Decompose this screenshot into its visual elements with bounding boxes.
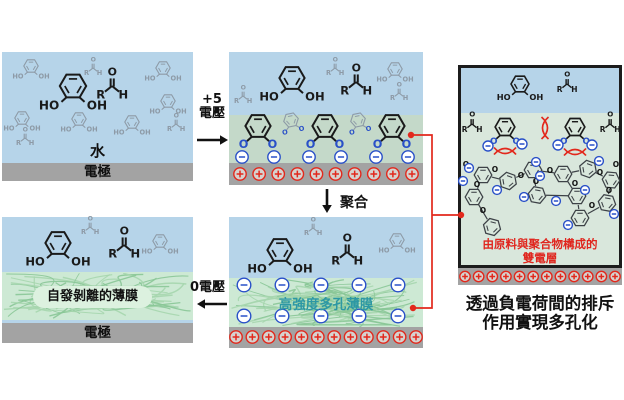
zoom-box-solution-strip (461, 68, 619, 113)
flow-arrow (197, 135, 228, 145)
conclusion-line1: 透過負電荷間的排斥 (465, 294, 615, 313)
flow-arrow (197, 299, 227, 309)
porous-film-label: 高強度多孔薄膜 (278, 297, 374, 313)
panel-polymerized-solution (229, 217, 423, 278)
polymerize-label: 聚合 (340, 195, 368, 211)
double-layer-caption: 由原料與聚合物構成的 雙電層 (461, 237, 619, 265)
voltage-on-label: +5 電壓 (191, 93, 233, 121)
panel-polymerized-electrode-bar (229, 327, 423, 348)
panel-water-electrode-bar (2, 163, 193, 181)
detached-film-label: 自發剝離的薄膜 (33, 286, 152, 308)
panel-voltage-adsorbed-layer (229, 115, 423, 163)
voltage-on-word: 電壓 (198, 106, 225, 121)
conclusion-line2: 作用實現多孔化 (482, 313, 598, 332)
electrode-label-bottom: 電極 (84, 325, 111, 341)
conclusion-caption: 透過負電荷間的排斥 作用實現多孔化 (456, 294, 624, 332)
water-label: 水 (89, 142, 105, 160)
zoom-electrode-bar (458, 268, 622, 285)
flow-arrow (322, 189, 332, 213)
panel-voltage-electrode-bar (229, 163, 423, 185)
panel-detached-electrode-bar (2, 323, 193, 343)
panel-voltage-solution (229, 52, 423, 115)
voltage-off-label: 0電壓 (190, 280, 226, 295)
voltage-on-value: +5 (202, 92, 222, 107)
double-layer-caption-line1: 由原料與聚合物構成的 (482, 237, 598, 251)
double-layer-caption-line2: 雙電層 (522, 250, 558, 265)
electrode-label-top: 電極 (84, 164, 111, 180)
